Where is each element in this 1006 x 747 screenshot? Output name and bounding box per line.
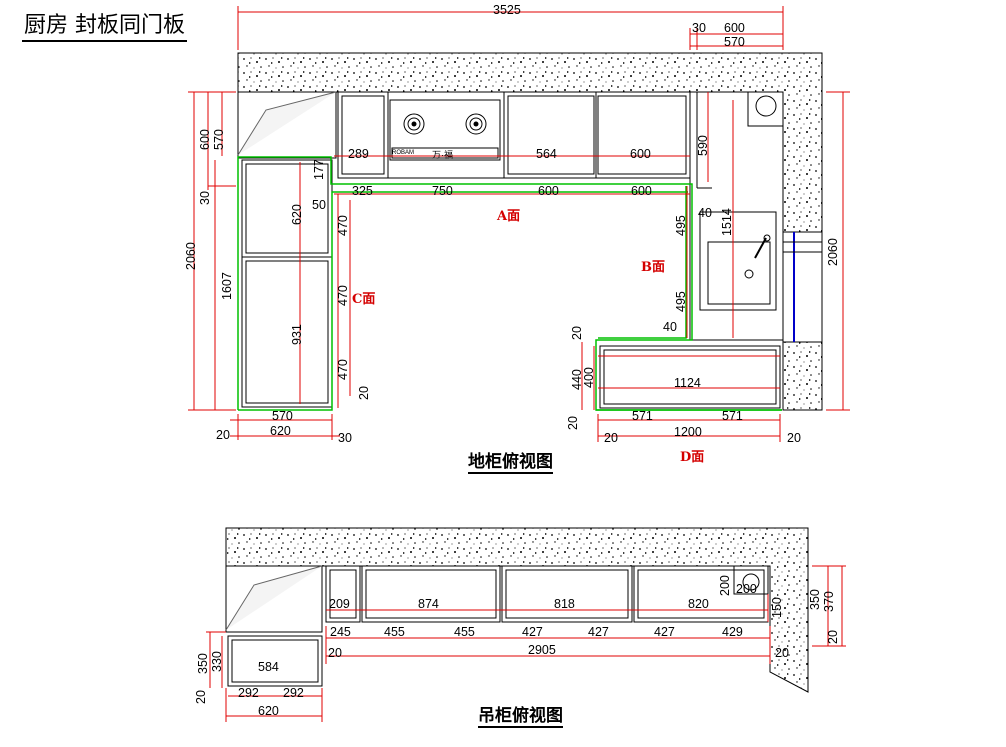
dim-right-570: 570: [724, 35, 745, 49]
wall-cabinet-plan: [206, 527, 846, 722]
dim-d-20-left: 20: [566, 416, 580, 430]
dim-d-20b: 20: [787, 431, 801, 445]
dim-c-20: 20: [357, 386, 371, 400]
dim-right-30: 30: [692, 21, 706, 35]
dim-w-150: 150: [770, 597, 784, 618]
face-c-label: C面: [352, 292, 376, 307]
stove: [389, 99, 501, 161]
dim-d-20a: 20: [604, 431, 618, 445]
dim-b-20: 20: [570, 326, 584, 340]
top-cabinets: [337, 91, 691, 179]
dim-bl-620: 620: [270, 424, 291, 438]
wall-dimension-lines: [206, 565, 846, 722]
dim-w-20r: 20: [826, 630, 840, 644]
dim-d-1124: 1124: [674, 376, 701, 390]
dim-left-1607: 1607: [220, 272, 234, 300]
dim-top-289: 289: [348, 147, 369, 161]
dim-b-495a: 495: [674, 215, 688, 236]
dim-left-600: 600: [198, 129, 212, 150]
dim-a-325: 325: [352, 184, 373, 198]
dim-top-177: 177: [312, 159, 326, 180]
dim-c-470c: 470: [336, 359, 350, 380]
dim-w-350l: 350: [196, 653, 210, 674]
dim-w-874: 874: [418, 597, 439, 611]
dim-a-600b: 600: [631, 184, 652, 198]
dim-left-2060: 2060: [184, 242, 198, 270]
dim-c-931: 931: [290, 324, 304, 345]
dim-w-427b: 427: [588, 625, 609, 639]
panel-outline: [237, 156, 782, 411]
dim-right-2060: 2060: [826, 238, 840, 266]
dim-total-width: 3525: [493, 3, 521, 17]
dim-bl-570: 570: [272, 409, 293, 423]
dim-w-370: 370: [822, 591, 836, 612]
dim-top-600: 600: [630, 147, 651, 161]
dim-c-470a: 470: [336, 215, 350, 236]
d-cabinet: [599, 345, 781, 409]
face-b-label: B面: [641, 260, 665, 275]
base-view-title: 地柜俯视图: [468, 452, 553, 474]
dim-c-620: 620: [290, 204, 304, 225]
stove-brand: ROBAM: [392, 150, 415, 156]
dim-w-455b: 455: [454, 625, 475, 639]
dim-d-400: 400: [582, 367, 596, 388]
dim-d-1200: 1200: [674, 425, 702, 439]
dim-a-600a: 600: [538, 184, 559, 198]
corner-diagonal: [237, 91, 337, 156]
face-d-label: D面: [680, 450, 705, 465]
pipe-strip: [782, 231, 823, 343]
dim-w-200b: 200: [736, 582, 757, 596]
dim-w-818: 818: [554, 597, 575, 611]
corner-cabinet: [237, 91, 337, 159]
dim-w-292a: 292: [238, 686, 259, 700]
dim-w-429: 429: [722, 625, 743, 639]
dim-a-750: 750: [432, 184, 453, 198]
dim-w-292b: 292: [283, 686, 304, 700]
sink-run: [689, 91, 784, 341]
dim-w-427a: 427: [522, 625, 543, 639]
dim-b-1514: 1514: [720, 208, 734, 236]
page-title: 厨房 封板同门板: [22, 12, 187, 42]
dim-w-200a: 200: [718, 575, 732, 596]
base-cabinet-plan: [188, 6, 850, 442]
dim-d-571b: 571: [722, 409, 743, 423]
dim-top-590: 590: [696, 135, 710, 156]
wall-view-title: 吊柜俯视图: [478, 706, 563, 728]
dim-w-20b: 20: [775, 646, 789, 660]
dim-w-620: 620: [258, 704, 279, 718]
dim-c-470b: 470: [336, 285, 350, 306]
dim-w-350r: 350: [808, 589, 822, 610]
dim-top-564: 564: [536, 147, 557, 161]
dim-w-2905: 2905: [528, 643, 556, 657]
dim-a-50: 50: [312, 198, 326, 212]
dim-b-40b: 40: [663, 320, 677, 334]
dim-bl-20: 20: [216, 428, 230, 442]
dim-w-209: 209: [329, 597, 350, 611]
dim-d-571a: 571: [632, 409, 653, 423]
base-dimension-lines: [188, 6, 850, 442]
face-a-label: A面: [497, 209, 521, 224]
dim-w-455a: 455: [384, 625, 405, 639]
dim-w-584: 584: [258, 660, 279, 674]
stove-model: 万·福: [432, 150, 453, 160]
dim-w-20l: 20: [194, 690, 208, 704]
dim-b-495b: 495: [674, 291, 688, 312]
wall-corner-diagonal: [225, 565, 323, 631]
dim-w-330: 330: [210, 651, 224, 672]
dim-w-20a: 20: [328, 646, 342, 660]
dim-left-570: 570: [212, 129, 226, 150]
dim-w-427c: 427: [654, 625, 675, 639]
wall-corner-cabinet: [225, 565, 323, 633]
dim-right-600: 600: [724, 21, 745, 35]
dim-left-30: 30: [198, 191, 212, 205]
dim-bl-30: 30: [338, 431, 352, 445]
dim-b-40a: 40: [698, 206, 712, 220]
dim-w-245: 245: [330, 625, 351, 639]
dim-w-820: 820: [688, 597, 709, 611]
